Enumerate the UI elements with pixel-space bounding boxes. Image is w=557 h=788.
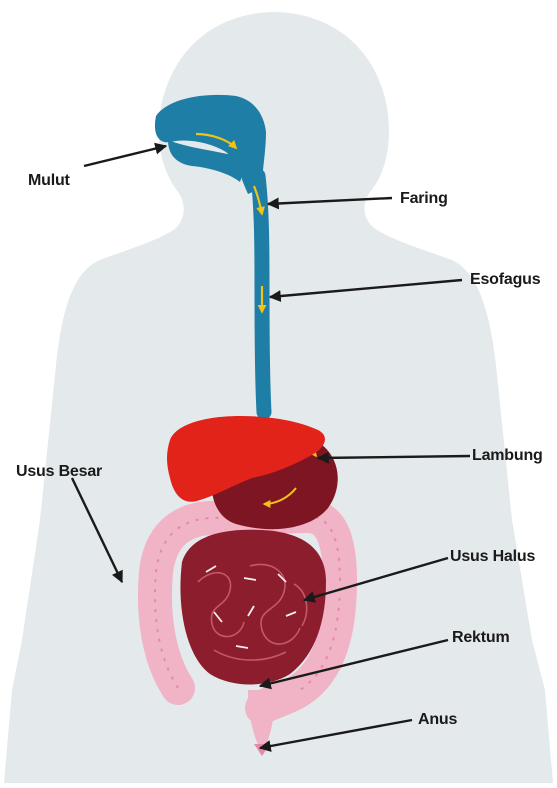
label-mulut: Mulut [28, 172, 70, 190]
pointer-mulut [84, 146, 166, 166]
label-usus-besar: Usus Besar [16, 463, 102, 481]
label-lambung: Lambung [472, 447, 543, 465]
label-anus: Anus [418, 711, 457, 729]
label-usus-halus: Usus Halus [450, 548, 535, 566]
label-faring: Faring [400, 190, 448, 208]
label-esofagus: Esofagus [470, 271, 540, 289]
label-rektum: Rektum [452, 629, 509, 647]
